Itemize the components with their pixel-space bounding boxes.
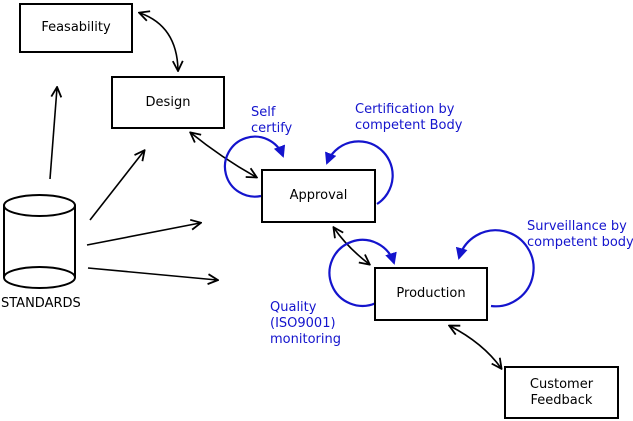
arrow-design-approval bbox=[191, 133, 256, 177]
arrow-production-customer-feedback bbox=[450, 326, 501, 368]
node-production-label: Production bbox=[396, 286, 466, 301]
arrow-feasability-design bbox=[140, 13, 178, 70]
node-approval: Approval bbox=[261, 169, 376, 223]
annotation-certification: Certification by competent Body bbox=[355, 102, 463, 133]
node-customer-feedback-label: Customer Feedback bbox=[529, 376, 594, 408]
node-approval-label: Approval bbox=[289, 188, 348, 203]
node-design: Design bbox=[111, 76, 225, 129]
node-design-label: Design bbox=[145, 94, 191, 110]
standards-label: STANDARDS bbox=[1, 296, 81, 311]
arrow-standards-production bbox=[87, 267, 217, 280]
annotation-surveillance: Surveillance by competent body bbox=[527, 219, 633, 250]
node-feasability: Feasability bbox=[19, 3, 133, 53]
standards-cylinder-shape bbox=[3, 194, 76, 289]
arrow-standards-design bbox=[89, 151, 144, 221]
node-production: Production bbox=[374, 267, 488, 321]
annotation-self-certify: Self certify bbox=[251, 105, 293, 136]
annotation-quality-monitoring: Quality (ISO9001) monitoring bbox=[270, 300, 341, 347]
arrow-standards-approval bbox=[86, 223, 200, 246]
arrow-standards-feasability bbox=[49, 88, 57, 180]
node-feasability-label: Feasability bbox=[41, 20, 111, 35]
node-customer-feedback: Customer Feedback bbox=[504, 366, 619, 419]
arrow-approval-production bbox=[334, 228, 369, 264]
